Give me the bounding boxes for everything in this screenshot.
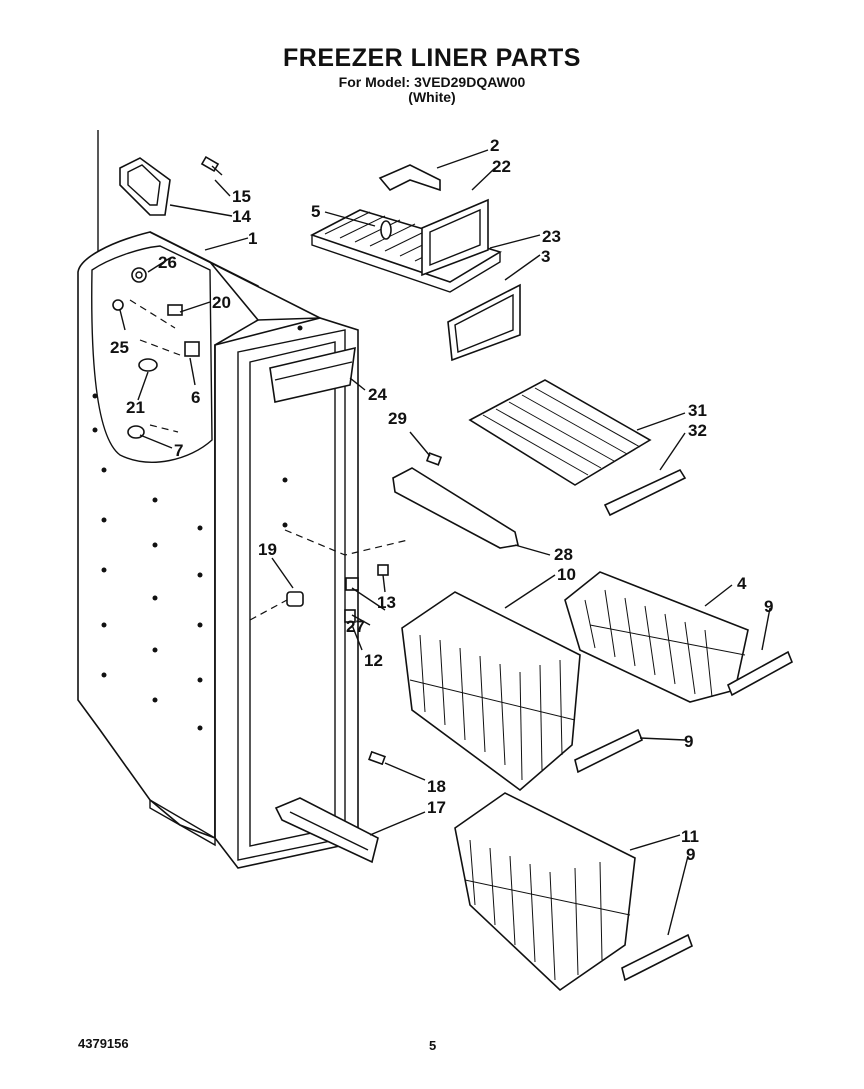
callout-21: 21 bbox=[126, 398, 145, 417]
callout-13: 13 bbox=[377, 593, 396, 612]
callout-9-lower: 9 bbox=[686, 845, 695, 864]
callout-12: 12 bbox=[364, 651, 383, 670]
callout-labels: 1 2 3 4 5 6 7 9 9 9 10 11 12 13 14 15 17… bbox=[110, 136, 773, 864]
callout-23: 23 bbox=[542, 227, 561, 246]
color-variant: (White) bbox=[408, 89, 456, 105]
liner-mounting-holes bbox=[92, 325, 303, 731]
callout-32: 32 bbox=[688, 421, 707, 440]
page-number: 5 bbox=[429, 1038, 437, 1053]
callout-15: 15 bbox=[232, 187, 251, 206]
basket-part-11 bbox=[454, 792, 636, 992]
callout-9-upper: 9 bbox=[764, 597, 773, 616]
callout-20: 20 bbox=[212, 293, 231, 312]
callout-10: 10 bbox=[557, 565, 576, 584]
freezer-liner bbox=[77, 130, 359, 869]
callout-1: 1 bbox=[248, 229, 257, 248]
model-line: For Model: 3VED29DQAW00 bbox=[338, 74, 526, 90]
callout-25: 25 bbox=[110, 338, 129, 357]
callout-24: 24 bbox=[368, 385, 387, 404]
callout-29: 29 bbox=[388, 409, 407, 428]
screw-part-15 bbox=[200, 155, 223, 176]
callout-14: 14 bbox=[232, 207, 251, 226]
trim-part-24 bbox=[269, 346, 356, 403]
callout-3: 3 bbox=[541, 247, 550, 266]
wire-shelf-part-31 bbox=[468, 379, 652, 486]
callout-26: 26 bbox=[158, 253, 177, 272]
document-number: 4379156 bbox=[78, 1036, 129, 1051]
callout-5: 5 bbox=[311, 202, 320, 221]
shelf-trim-part-32 bbox=[603, 468, 687, 517]
part-19 bbox=[249, 591, 304, 621]
basket-trim-strips bbox=[574, 650, 794, 982]
page-title: FREEZER LINER PARTS bbox=[283, 44, 581, 72]
handle-part-14 bbox=[119, 157, 171, 216]
callout-31: 31 bbox=[688, 401, 707, 420]
callout-6: 6 bbox=[191, 388, 200, 407]
screw-part-18 bbox=[368, 750, 386, 766]
callout-17: 17 bbox=[427, 798, 446, 817]
callout-9-middle: 9 bbox=[684, 732, 693, 751]
callout-28: 28 bbox=[554, 545, 573, 564]
callout-7: 7 bbox=[174, 441, 183, 460]
callout-4: 4 bbox=[737, 574, 747, 593]
basket-part-4 bbox=[564, 571, 749, 703]
callout-22: 22 bbox=[492, 157, 511, 176]
top-shelf-assembly bbox=[309, 164, 521, 362]
small-parts-cluster bbox=[112, 267, 200, 439]
callout-27: 27 bbox=[346, 617, 365, 636]
leader-lines bbox=[119, 149, 771, 936]
callout-11: 11 bbox=[681, 827, 699, 846]
callout-18: 18 bbox=[427, 777, 446, 796]
callout-19: 19 bbox=[258, 540, 277, 559]
bracket-part-28 bbox=[392, 452, 519, 549]
callout-2: 2 bbox=[490, 136, 499, 155]
vent-part-17 bbox=[274, 797, 379, 864]
basket-part-10 bbox=[401, 591, 581, 792]
